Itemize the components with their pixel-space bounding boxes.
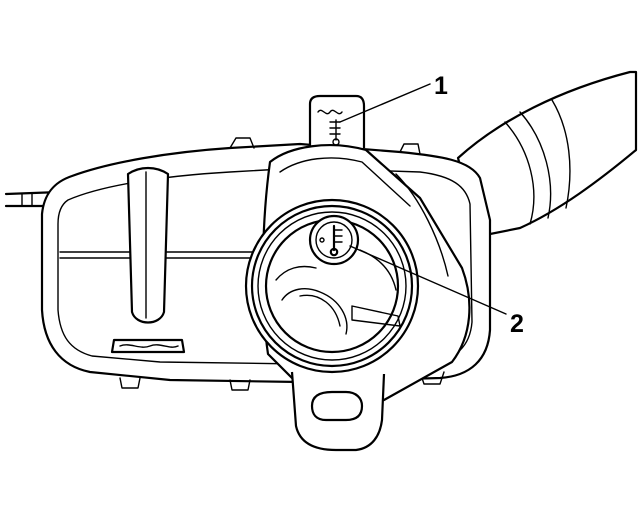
leader-line-2: [349, 245, 507, 315]
leader-line-1: [339, 83, 431, 123]
callout-1: 1: [434, 72, 448, 100]
housing-rib: [126, 166, 170, 324]
mounting-ear: [290, 371, 386, 452]
callout-2: 2: [510, 310, 524, 338]
temperature-sensor: [308, 214, 360, 266]
leader-lines: [339, 83, 507, 315]
filler-cap: [244, 198, 420, 374]
top-tab: [308, 94, 366, 152]
hose-arm: [456, 70, 638, 238]
emboss-plate: [110, 338, 186, 354]
